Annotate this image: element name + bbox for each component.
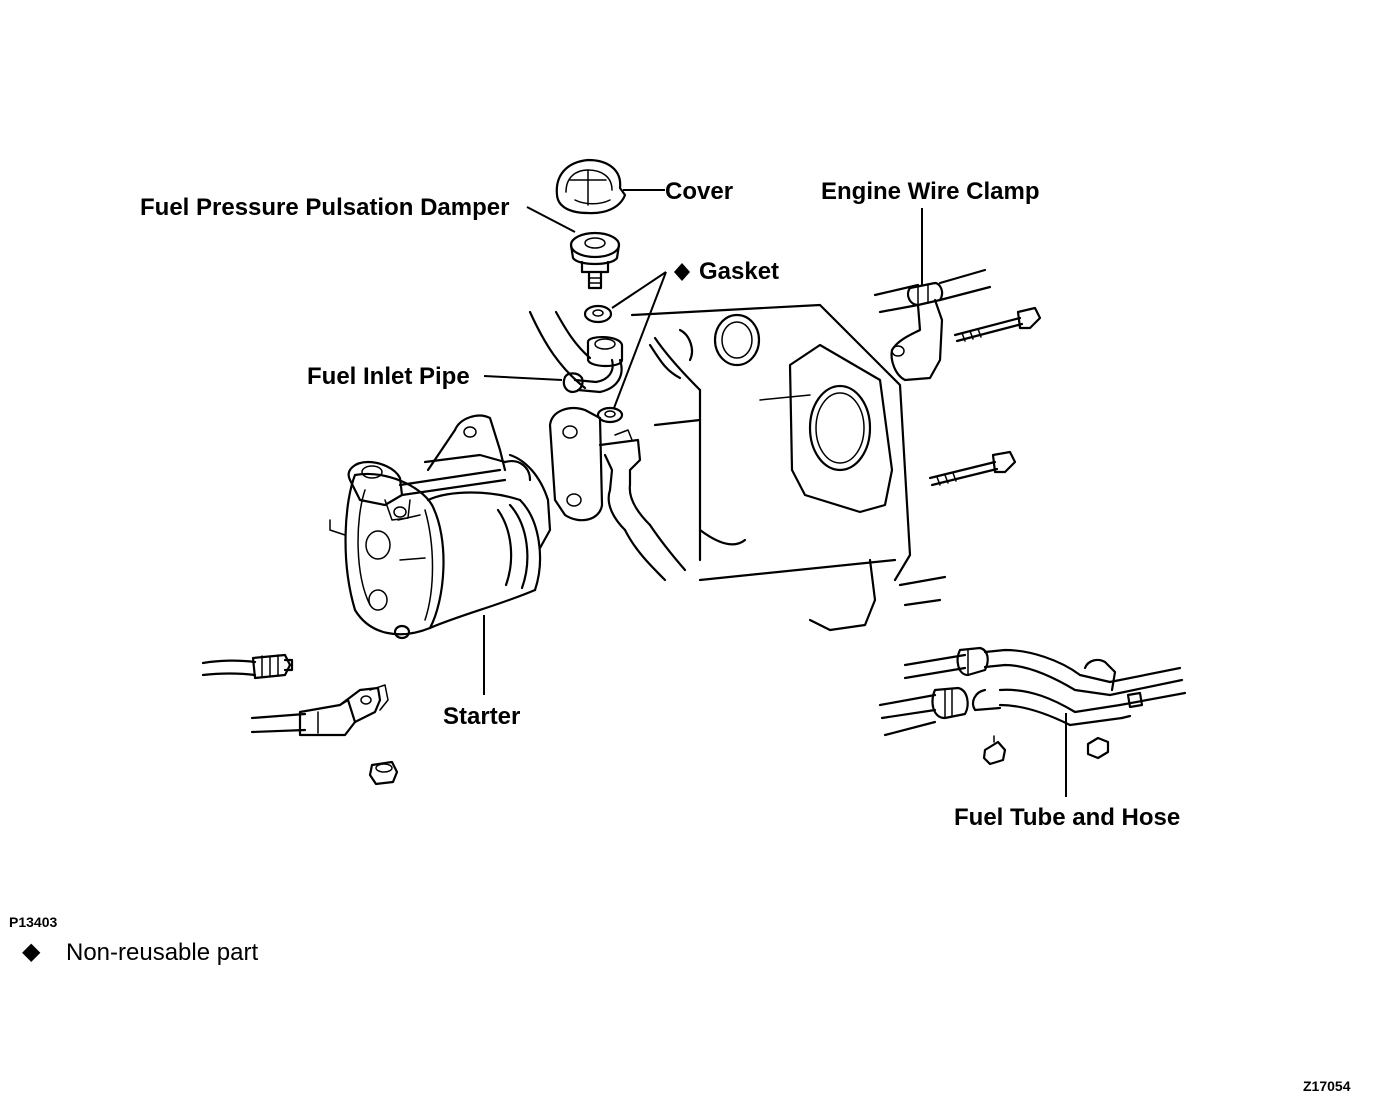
fuel-bracket-part	[548, 407, 687, 582]
starter-connector-part	[201, 653, 294, 680]
starter-cable-part	[250, 684, 389, 737]
starter-label: Starter	[443, 703, 520, 730]
gasket-label: Gasket	[699, 258, 779, 285]
legend-symbol: ◆	[22, 938, 41, 965]
gasket-upper	[583, 304, 613, 324]
non-reusable-diamond-icon	[674, 263, 690, 281]
reference-code: Z17054	[1303, 1078, 1351, 1094]
pulsation-damper-part	[569, 231, 621, 290]
bolt-upper	[953, 306, 1042, 343]
engine-wire-clamp-part	[873, 268, 992, 382]
fuel-tube-hose-label: Fuel Tube and Hose	[954, 804, 1180, 831]
figure-code: P13403	[9, 914, 57, 930]
starter-nut-part	[368, 760, 399, 786]
engine-block	[528, 303, 947, 632]
starter-part	[329, 414, 552, 640]
gasket-leader-lower	[613, 271, 667, 409]
legend-text: Non-reusable part	[66, 939, 258, 966]
inlet-pipe-leader	[483, 375, 563, 381]
engine-wire-clamp-label: Engine Wire Clamp	[821, 178, 1039, 205]
damper-leader	[526, 206, 576, 233]
fuel-inlet-pipe-part	[562, 336, 624, 394]
gasket-lower	[596, 406, 624, 424]
leader-lines	[483, 189, 1067, 797]
bolt-lower	[928, 450, 1017, 487]
pulsation-damper-label: Fuel Pressure Pulsation Damper	[140, 194, 509, 221]
fuel-inlet-pipe-label: Fuel Inlet Pipe	[307, 363, 470, 390]
fuel-tube-hose-part	[878, 646, 1187, 766]
cover-label: Cover	[665, 178, 733, 205]
cover-part	[555, 158, 627, 215]
gasket-leader-upper	[611, 271, 667, 309]
